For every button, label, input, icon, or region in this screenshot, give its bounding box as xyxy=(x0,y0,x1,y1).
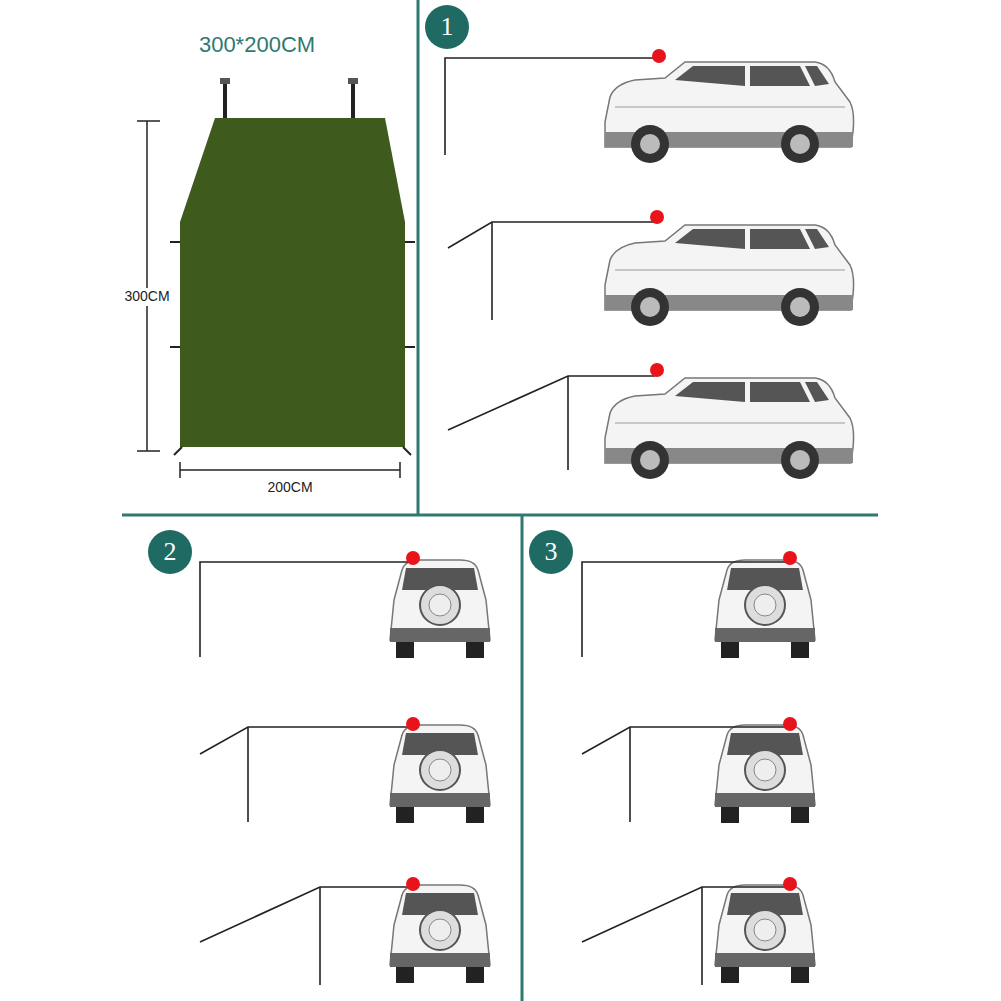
width-dimension: 200CM xyxy=(265,479,314,496)
step-number-circle: 1 xyxy=(425,5,469,49)
step-number-circle: 3 xyxy=(529,530,573,574)
step-number: 1 xyxy=(441,14,454,40)
step-number: 2 xyxy=(164,539,177,565)
product-size-heading: 300*200CM xyxy=(197,32,317,58)
height-dimension: 300CM xyxy=(122,288,171,305)
step-number-circle: 2 xyxy=(148,530,192,574)
step-number: 3 xyxy=(545,539,558,565)
